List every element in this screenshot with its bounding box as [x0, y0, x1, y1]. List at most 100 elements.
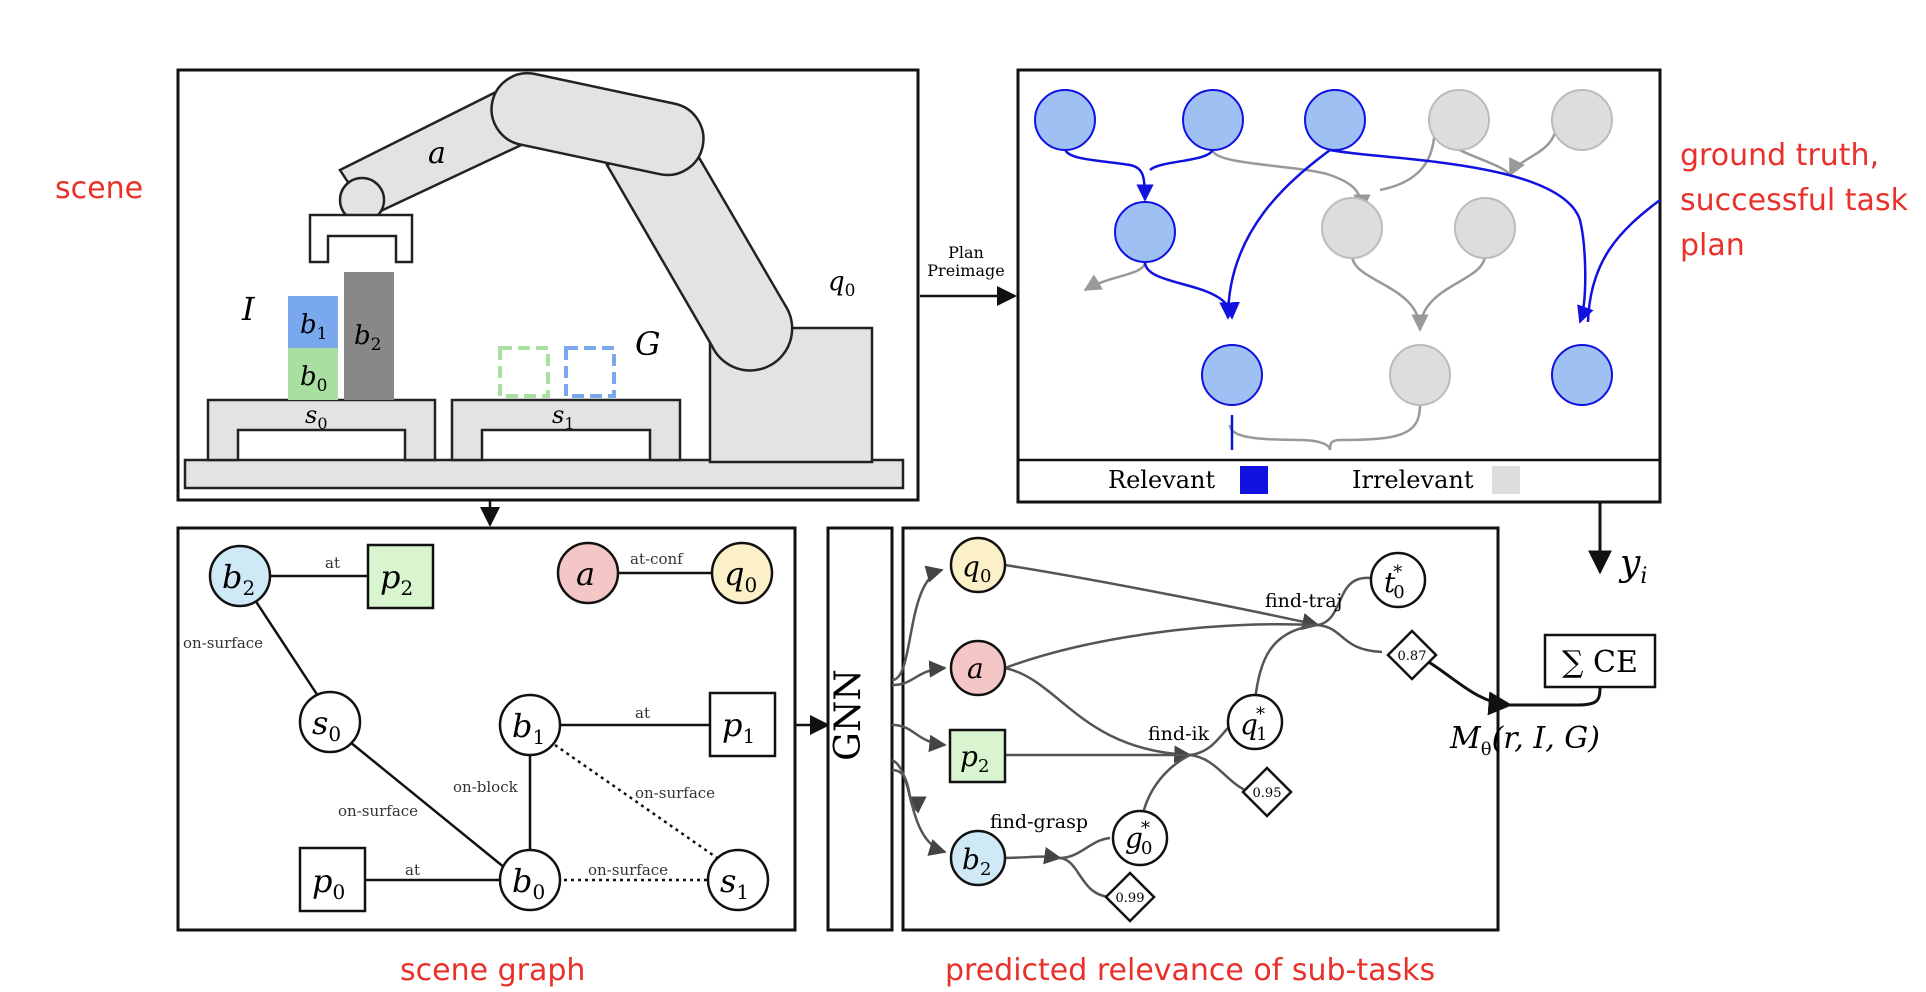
edge-label-on-block: on-block	[453, 778, 519, 796]
block-b0	[288, 348, 338, 400]
edge-label-on-surface: on-surface	[635, 784, 715, 802]
score-traj: 0.87	[1386, 629, 1438, 681]
find-traj-label: find-traj	[1265, 590, 1342, 612]
plan-tree-panel: Relevant Irrelevant	[1016, 68, 1662, 504]
graph-node-q0-label: q0	[724, 555, 757, 597]
surface-s0	[206, 398, 437, 462]
base-q0-label: q0	[828, 267, 855, 301]
graph-node-p0	[298, 846, 367, 913]
edge-label-on-surface: on-surface	[183, 634, 263, 652]
scene-label: scene	[55, 171, 143, 206]
legend-irrelevant-label: Irrelevant	[1352, 466, 1474, 494]
pred-node-a	[949, 639, 1007, 697]
legend-irrelevant-swatch	[1492, 466, 1520, 494]
edge-label-on-surface: on-surface	[588, 861, 668, 879]
plan-node-relevant	[1114, 201, 1176, 263]
plan-node-irrelevant	[1428, 89, 1490, 151]
pred-node-t0-star	[1369, 551, 1427, 609]
plan-node-irrelevant	[1389, 344, 1451, 406]
graph-node-p0-label: p0	[312, 862, 345, 904]
model-to-loss-line	[1510, 686, 1602, 707]
legend-relevant-label: Relevant	[1108, 466, 1215, 494]
pred-node-a-label: a	[967, 652, 984, 685]
block-b1	[288, 296, 338, 348]
gnn-label: GNN	[828, 669, 869, 761]
find-ik-label: find-ik	[1148, 723, 1210, 745]
goal-region-green	[498, 346, 550, 398]
graph-node-s0-label: s0	[312, 704, 341, 746]
gnn-block: GNN	[826, 526, 894, 932]
pred-node-g0-label: g*0	[1125, 818, 1152, 859]
y-label: yi	[1618, 543, 1647, 589]
score-ik-value: 0.95	[1253, 786, 1282, 801]
pred-node-t0-label: t*0	[1384, 562, 1405, 603]
graph-node-a	[556, 541, 620, 605]
graph-node-b0	[498, 848, 562, 912]
graph-node-a-label: a	[576, 555, 595, 593]
graph-node-q0	[710, 541, 774, 605]
block-b2	[344, 272, 394, 400]
pred-node-p2-label: p2	[960, 740, 989, 777]
plan-node-irrelevant	[1454, 197, 1516, 259]
preimage-label: Preimage	[927, 261, 1004, 280]
scene-graph-panel: at at-conf on-surface at on-block on-sur…	[176, 526, 797, 932]
robot-arm-segment	[490, 71, 705, 177]
score-grasp-value: 0.99	[1116, 891, 1145, 906]
ground-truth-label-2: successful task	[1680, 183, 1909, 218]
plan-node-relevant	[1201, 344, 1263, 406]
arm-label: a	[428, 136, 446, 171]
table-surface	[183, 458, 905, 490]
score-grasp: 0.99	[1104, 871, 1156, 923]
graph-node-b1-label: b1	[512, 707, 545, 749]
pred-node-q1-star	[1226, 693, 1284, 751]
graph-node-b2-label: b2	[222, 558, 255, 600]
robot-gripper	[308, 213, 414, 264]
predicted-relevance-panel: q0 a p2 b2 t*0 q*1 g*0 find-traj find-ik…	[891, 526, 1513, 932]
edge-label-at: at	[325, 554, 340, 572]
pred-node-q0	[949, 536, 1007, 594]
block-b1-label: b1	[300, 310, 327, 344]
model-label: Mθ(r, I, G)	[1449, 721, 1600, 760]
goal-region-blue	[564, 346, 616, 398]
graph-node-p2-label: p2	[380, 558, 413, 600]
edge-label-on-surface: on-surface	[338, 802, 418, 820]
plan-node-relevant	[1304, 89, 1366, 151]
edge-label-at-conf: at-conf	[630, 550, 684, 568]
s0-label: s0	[305, 401, 328, 433]
graph-node-s1-label: s1	[720, 862, 749, 904]
scene-panel: s0 s1 b0 b1 b2 I G a q0	[176, 68, 920, 502]
scene-graph-label: scene graph	[400, 953, 585, 988]
plan-node-relevant	[1034, 89, 1096, 151]
goal-symbol: G	[635, 325, 661, 363]
graph-node-p2	[366, 543, 435, 610]
pred-node-b2-label: b2	[962, 843, 991, 880]
block-b2-label: b2	[354, 321, 381, 355]
edge-label-at: at	[635, 704, 650, 722]
legend-relevant-swatch	[1240, 466, 1268, 494]
graph-node-p1	[708, 691, 777, 758]
edge-label-at: at	[405, 861, 420, 879]
plan-node-relevant	[1182, 89, 1244, 151]
robot-arm-link-lower	[605, 123, 794, 372]
initial-state-symbol: I	[241, 290, 256, 328]
sum-ce-box	[1543, 633, 1657, 689]
graph-node-s1	[706, 848, 770, 912]
ground-truth-label-1: ground truth,	[1680, 138, 1879, 173]
predicted-relevance-label: predicted relevance of sub-tasks	[945, 953, 1435, 988]
graph-node-p1-label: p1	[722, 706, 755, 748]
plan-node-irrelevant	[1321, 197, 1383, 259]
plan-node-irrelevant	[1551, 89, 1613, 151]
plan-label: Plan	[948, 243, 984, 262]
score-ik: 0.95	[1241, 766, 1293, 818]
graph-node-b1	[498, 693, 562, 757]
ground-truth-label-3: plan	[1680, 228, 1745, 263]
find-grasp-label: find-grasp	[990, 811, 1088, 833]
plan-node-relevant	[1551, 344, 1613, 406]
graph-node-s0	[298, 690, 362, 754]
pred-node-b2	[949, 829, 1007, 887]
s1-label: s1	[552, 401, 575, 433]
pred-node-p2	[948, 728, 1007, 784]
score-traj-value: 0.87	[1398, 649, 1427, 664]
graph-node-b2	[208, 544, 272, 608]
